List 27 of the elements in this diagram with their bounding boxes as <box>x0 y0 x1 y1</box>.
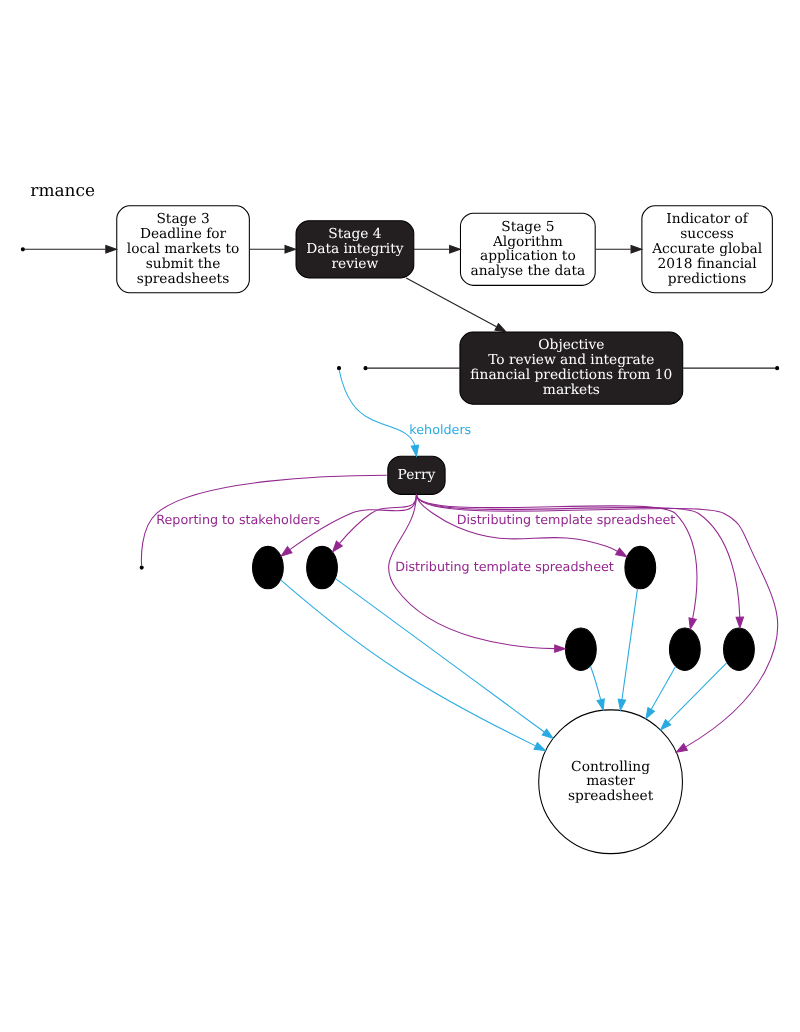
arrow <box>415 493 629 558</box>
arrow <box>331 493 417 554</box>
node-person <box>306 545 338 590</box>
arrow <box>659 662 728 731</box>
arrow <box>594 244 644 254</box>
connector <box>682 367 776 369</box>
connector <box>140 474 388 567</box>
arrow <box>280 579 547 752</box>
connector <box>366 367 461 369</box>
arrow <box>338 369 420 458</box>
arrow <box>23 244 119 254</box>
node-person <box>723 627 755 671</box>
node-person <box>564 627 597 671</box>
node-person <box>624 545 657 590</box>
arrow <box>405 277 508 333</box>
arrow <box>617 588 638 712</box>
arrow <box>335 578 555 740</box>
arrow <box>415 493 779 753</box>
arrow <box>589 665 605 712</box>
arrow <box>645 666 677 720</box>
node-person <box>252 545 284 590</box>
arrow <box>413 244 462 254</box>
arrow <box>279 493 417 557</box>
diagram-title: rmance <box>30 180 96 201</box>
arrow <box>388 493 567 654</box>
node-person <box>668 627 701 671</box>
arrow <box>249 244 298 254</box>
